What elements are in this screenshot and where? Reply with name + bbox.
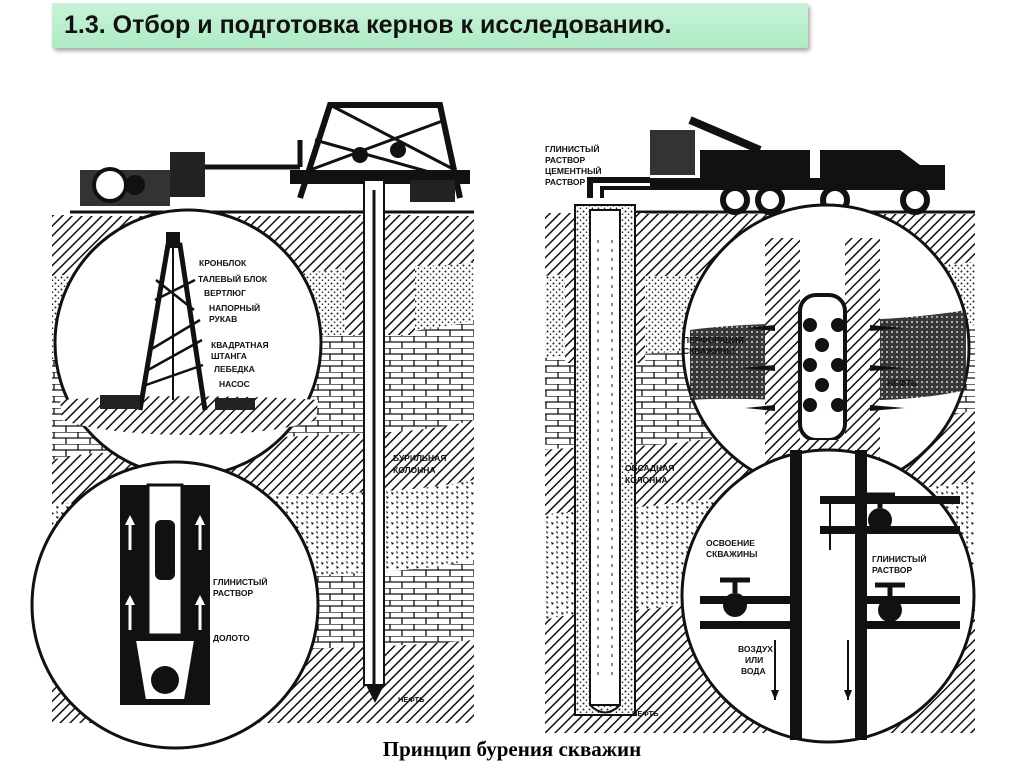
label-glin-1: ГЛИНИСТЫЙ <box>213 576 267 587</box>
label-kronblok: КРОНБЛОК <box>199 258 247 268</box>
label-neft: НЕФТЬ <box>398 695 425 704</box>
label-naporny-2: РУКАВ <box>209 314 237 324</box>
label-kvadrat-2: ШТАНГА <box>211 351 247 361</box>
label-top-2: РАСТВОР <box>545 155 586 165</box>
label-nasos: НАСОС <box>219 379 250 389</box>
label-top-1: ГЛИНИСТЫЙ <box>545 143 599 154</box>
label-obs-2: КОЛОННА <box>625 475 668 485</box>
label-air-3: ВОДА <box>741 666 766 676</box>
figure-caption: Принцип бурения скважин <box>382 737 642 761</box>
label-doloto: ДОЛОТО <box>213 633 250 643</box>
slide-title: 1.3. Отбор и подготовка кернов к исследо… <box>64 11 672 39</box>
label-perf-1: ПЕРФОРАЦИЯ <box>683 335 744 345</box>
label-osv-1: ОСВОЕНИЕ <box>706 538 755 548</box>
label-lebedka: ЛЕБЕДКА <box>214 364 255 374</box>
label-perf-2: СКВАЖИНЫ <box>683 346 734 356</box>
label-neft-zone: НЕФТЬ <box>887 378 917 388</box>
label-neft-bottom: НЕФТЬ <box>632 709 659 718</box>
label-osv-2: СКВАЖИНЫ <box>706 549 757 559</box>
label-glin-2: РАСТВОР <box>213 588 254 598</box>
label-air-1: ВОЗДУХ <box>738 644 773 654</box>
label-obs-1: ОБСАДНАЯ <box>625 463 674 473</box>
label-glin-r-2: РАСТВОР <box>872 565 913 575</box>
label-buril-1: БУРИЛЬНАЯ <box>393 453 446 463</box>
label-buril-2: КОЛОННА <box>393 465 436 475</box>
label-naporny-1: НАПОРНЫЙ <box>209 302 260 313</box>
label-vertlyug: ВЕРТЛЮГ <box>204 288 246 298</box>
label-top-4: РАСТВОР <box>545 177 586 187</box>
left-figure <box>30 102 474 750</box>
label-top-3: ЦЕМЕНТНЫЙ <box>545 165 602 176</box>
right-labels: ГЛИНИСТЫЙ РАСТВОР ЦЕМЕНТНЫЙ РАСТВОР ПЕРФ… <box>545 143 926 718</box>
label-kvadrat-1: КВАДРАТНАЯ <box>211 340 269 350</box>
label-air-2: ИЛИ <box>745 655 763 665</box>
label-talevy-blok: ТАЛЕВЫЙ БЛОК <box>198 273 268 284</box>
left-labels: КРОНБЛОК ТАЛЕВЫЙ БЛОК ВЕРТЛЮГ НАПОРНЫЙ Р… <box>198 258 446 704</box>
label-glin-r-1: ГЛИНИСТЫЙ <box>872 553 926 564</box>
title-bar: 1.3. Отбор и подготовка кернов к исследо… <box>52 3 808 48</box>
right-figure <box>545 116 976 744</box>
